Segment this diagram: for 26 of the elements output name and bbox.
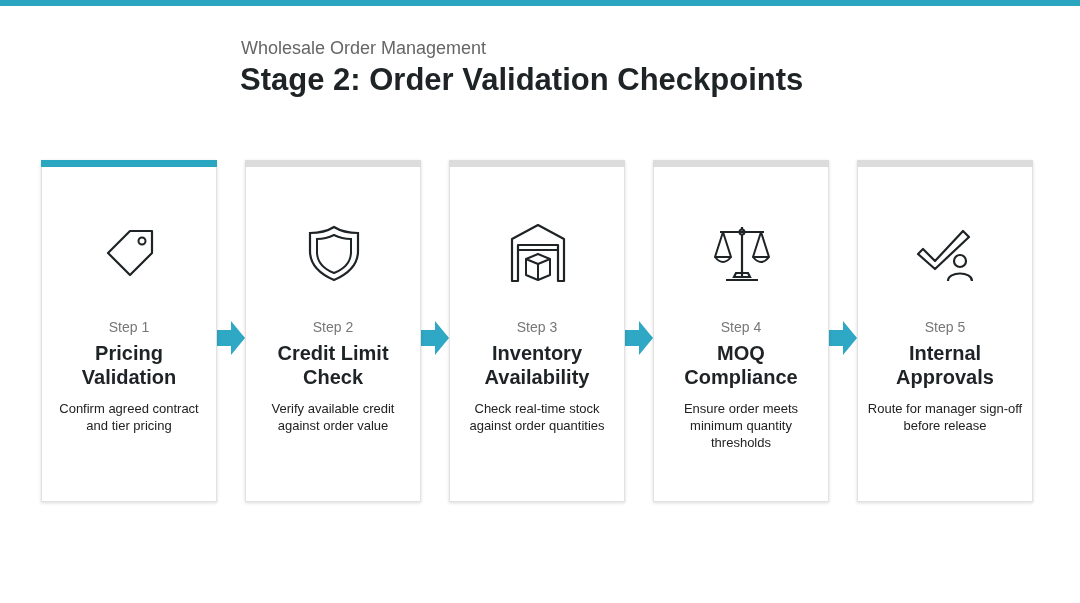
arrow — [625, 321, 653, 355]
step-title: Internal Approvals — [895, 341, 995, 389]
step-number: Step 4 — [719, 319, 763, 335]
step-card — [653, 160, 829, 502]
step-description: Check real-time stock against order quantities — [468, 400, 606, 434]
arrow — [829, 321, 857, 355]
step-card — [449, 160, 625, 502]
step-title: Inventory Availability — [483, 341, 591, 389]
step-title: MOQ Compliance — [683, 341, 799, 389]
step-title: Credit Limit Check — [276, 341, 390, 389]
step-title: Pricing Validation — [80, 341, 178, 389]
step-number: Step 2 — [311, 319, 355, 335]
step-description: Verify available credit against order value — [270, 400, 396, 434]
title: Stage 2: Order Validation Checkpoints — [240, 62, 804, 98]
step-description: Ensure order meets minimum quantity thresholds — [682, 400, 800, 451]
arrow — [421, 321, 449, 355]
subtitle: Wholesale Order Management — [241, 38, 487, 59]
arrow — [217, 321, 245, 355]
step-number: Step 3 — [515, 319, 559, 335]
step-card — [41, 160, 217, 502]
step-number: Step 1 — [107, 319, 151, 335]
step-description: Confirm agreed contract and tier pricing — [58, 400, 200, 434]
step-number: Step 5 — [923, 319, 967, 335]
step-description: Route for manager sign-off before release — [866, 400, 1024, 434]
step-card — [857, 160, 1033, 502]
step-card — [245, 160, 421, 502]
